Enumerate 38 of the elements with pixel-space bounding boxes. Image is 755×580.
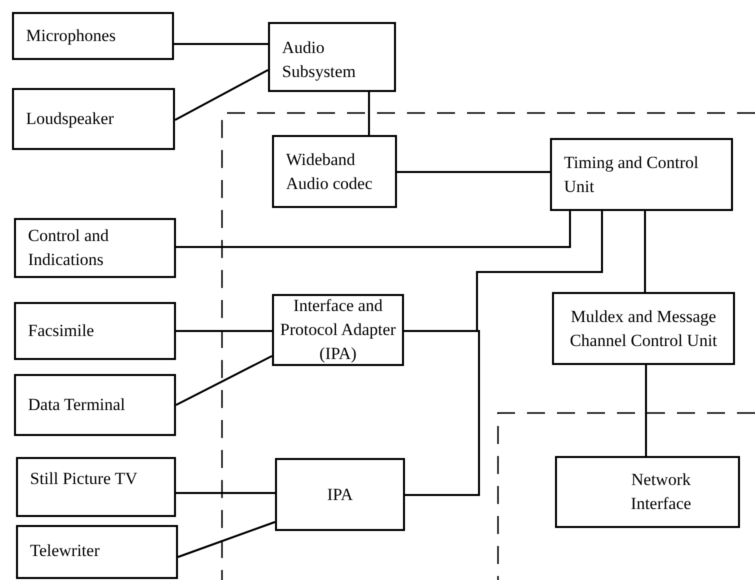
block-box [552,292,735,365]
block-label: IPA [327,484,353,506]
connector-line [174,43,268,45]
block-label: Audio Subsystem [282,37,357,83]
connector-line [176,355,272,406]
block-label: Telewriter [30,540,100,562]
block-box [268,22,396,92]
block-box [272,135,397,208]
block-label: Still Picture TV [30,468,138,490]
block-box [16,457,176,517]
connector-line [644,211,646,292]
block-label: Facsimile [28,320,94,342]
connector-line [174,69,268,121]
block-label: Loudspeaker [26,108,114,130]
block-box [12,12,174,60]
block-box [16,525,178,579]
block-box [14,302,176,360]
block-box [12,88,175,150]
block-box [550,138,733,211]
block-box [14,218,176,278]
block-box [14,374,176,436]
block-label: Muldex and Message Channel Control Unit [568,306,718,352]
connector-line [178,521,276,558]
block-label: Interface and Protocol Adapter (IPA) [279,295,397,365]
block-label: Network Interface [630,469,692,515]
connector-line [397,171,550,173]
connector-line [176,211,571,248]
connector-line [176,330,272,332]
block-label: Wideband Audio codec [286,148,374,194]
connector-line [176,492,275,494]
block-box [275,458,405,531]
block-label: Data Terminal [28,394,126,416]
block-label: Timing and Control Unit [564,152,700,198]
block-label: Control and Indications [28,225,110,271]
connector-line [368,92,370,135]
connector-line [645,365,647,456]
block-box [555,456,740,528]
block-label: Microphones [26,25,116,47]
